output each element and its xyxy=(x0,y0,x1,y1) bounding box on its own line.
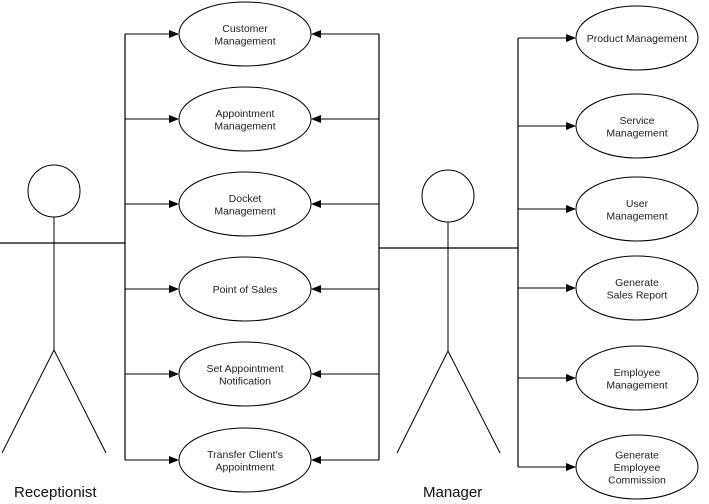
use-case-label: Management xyxy=(606,379,667,391)
actor-leg-left xyxy=(1,349,55,454)
use-case-label: Generate xyxy=(615,277,659,289)
use-case-ellipse[interactable] xyxy=(575,255,699,321)
use-case-label: Management xyxy=(606,210,667,222)
use-case-label: Notification xyxy=(219,375,271,387)
use-case-point-of-sales[interactable]: Point of Sales xyxy=(178,256,312,322)
use-case-label: Point of Sales xyxy=(213,284,278,296)
use-case-ellipse[interactable] xyxy=(575,5,699,71)
use-case-ellipse[interactable] xyxy=(575,434,699,500)
use-case-label: Employee xyxy=(614,462,661,474)
use-case-ellipse[interactable] xyxy=(178,341,312,407)
use-case-label: Docket xyxy=(229,193,262,205)
actor-leg-right xyxy=(447,350,501,454)
use-case-ellipse[interactable] xyxy=(178,1,312,67)
use-case-product-management[interactable]: Product Management xyxy=(575,5,699,71)
actor-leg-left xyxy=(396,350,449,454)
use-case-label: Appointment xyxy=(216,461,275,473)
use-case-label: Management xyxy=(214,35,275,47)
use-case-ellipse[interactable] xyxy=(575,176,699,242)
actor-manager: Manager xyxy=(379,169,518,501)
use-case-label: Generate xyxy=(615,450,659,462)
use-case-label: Sales Report xyxy=(607,289,668,301)
use-cases: CustomerManagementAppointmentManagementD… xyxy=(178,1,699,500)
use-case-label: Employee xyxy=(614,367,661,379)
use-case-label: Management xyxy=(214,120,275,132)
use-case-ellipse[interactable] xyxy=(178,86,312,152)
use-case-ellipse[interactable] xyxy=(178,171,312,237)
use-case-label: Commission xyxy=(608,475,666,487)
actor-head xyxy=(421,169,475,223)
actor-head xyxy=(27,164,81,218)
use-case-label: Customer xyxy=(222,23,268,35)
actor-receptionist: Receptionist xyxy=(0,164,125,501)
use-case-label: Management xyxy=(214,205,275,217)
use-case-label: Transfer Client's xyxy=(207,449,283,461)
use-case-label: Set Appointment xyxy=(206,363,283,375)
connectors xyxy=(124,30,576,471)
use-case-label: Service xyxy=(619,115,654,127)
use-case-ellipse[interactable] xyxy=(575,93,699,159)
use-case-ellipse[interactable] xyxy=(178,256,312,322)
use-case-label: User xyxy=(626,198,649,210)
use-case-ellipse[interactable] xyxy=(575,345,699,411)
actor-label-manager: Manager xyxy=(423,484,482,501)
use-case-label: Management xyxy=(606,127,667,139)
use-case-ellipse[interactable] xyxy=(178,427,312,493)
use-case-label: Product Management xyxy=(587,33,687,45)
actor-label-receptionist: Receptionist xyxy=(14,484,97,501)
use-case-label: Appointment xyxy=(216,108,275,120)
actor-leg-right xyxy=(53,349,107,454)
